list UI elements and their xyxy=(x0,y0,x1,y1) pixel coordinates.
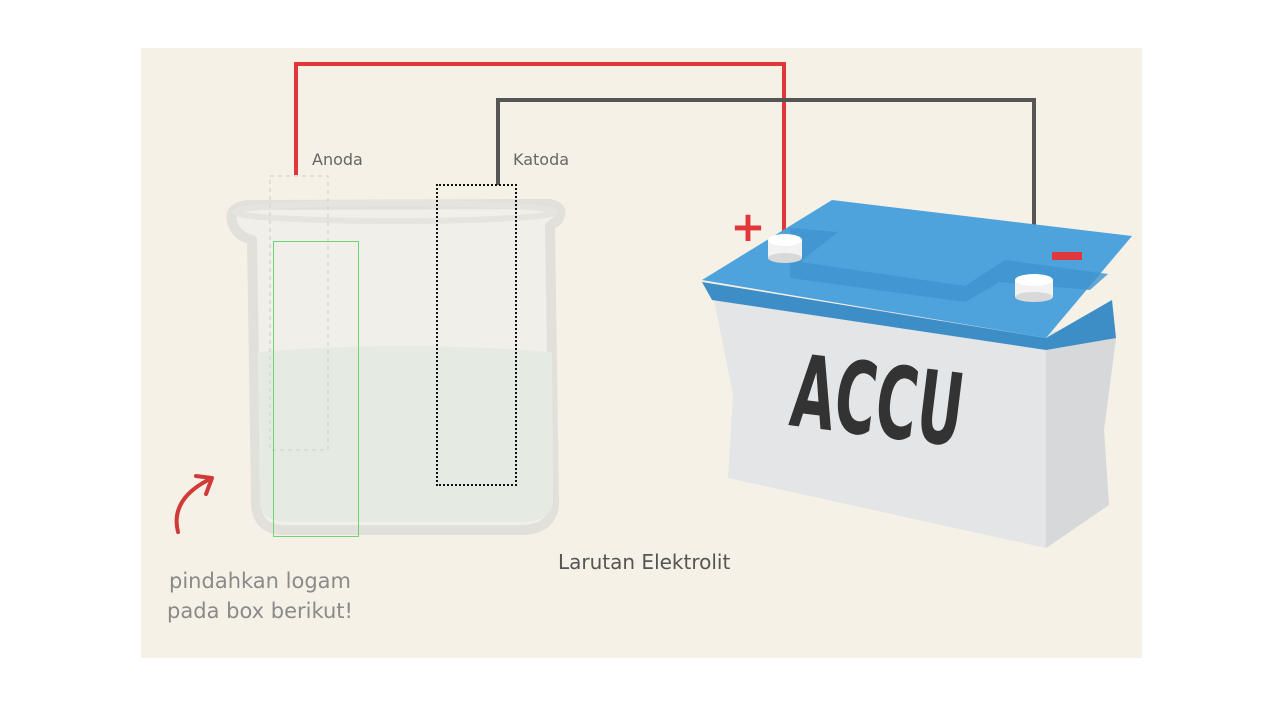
hint-line-1: pindahkan logam xyxy=(169,569,351,593)
instruction-hint: pindahkan logam pada box berikut! xyxy=(150,566,370,626)
negative-wire xyxy=(496,98,1036,283)
curved-arrow-icon xyxy=(174,474,214,534)
plus-icon: + xyxy=(730,202,765,251)
hint-line-2: pada box berikut! xyxy=(167,599,353,623)
negative-terminal xyxy=(1015,274,1053,302)
battery-body-shade xyxy=(1046,338,1116,548)
beaker-rim xyxy=(232,200,558,224)
solution xyxy=(258,346,553,522)
battery: + ACCU xyxy=(702,200,1132,548)
electrolyte-label: Larutan Elektrolit xyxy=(558,550,731,574)
cathode-dropbox[interactable] xyxy=(436,184,517,486)
battery-lid-side xyxy=(702,282,1116,350)
beaker xyxy=(226,199,566,535)
battery-body xyxy=(712,290,1116,548)
anode-label: Anoda xyxy=(312,150,363,169)
minus-icon xyxy=(1052,252,1082,260)
positive-terminal xyxy=(768,234,802,263)
anode-dropbox[interactable] xyxy=(273,241,359,537)
positive-wire xyxy=(294,62,786,243)
cathode-label: Katoda xyxy=(513,150,570,169)
anode-placeholder xyxy=(269,175,329,451)
battery-brand: ACCU xyxy=(785,333,970,470)
